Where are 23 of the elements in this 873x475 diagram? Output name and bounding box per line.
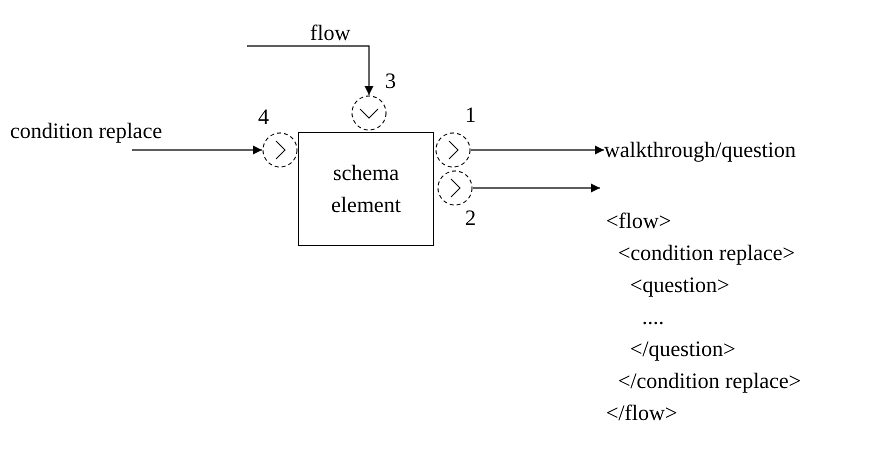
code-line: <flow> xyxy=(606,210,672,235)
port-circle xyxy=(351,95,387,131)
text-label: condition replace xyxy=(10,120,162,142)
process-box: schema element xyxy=(298,132,434,246)
port-number: 3 xyxy=(385,70,396,92)
port-number: 2 xyxy=(465,207,476,229)
port-circle xyxy=(262,132,298,168)
arrow xyxy=(473,184,600,192)
text-label: flow xyxy=(310,22,350,44)
code-line: .... xyxy=(642,306,664,331)
text-label: walkthrough/question xyxy=(604,139,796,161)
port-number: 1 xyxy=(465,104,476,126)
port-circle xyxy=(435,132,471,168)
code-line: </condition replace> xyxy=(618,370,802,395)
arrow xyxy=(132,146,262,154)
arrow xyxy=(471,146,604,154)
code-line: <question> xyxy=(630,274,730,299)
code-line: </flow> xyxy=(606,402,678,427)
code-line: <condition replace> xyxy=(618,242,795,267)
port-number: 4 xyxy=(258,106,269,128)
code-line: </question> xyxy=(630,338,736,363)
port-circle xyxy=(437,170,473,206)
arrow xyxy=(246,45,374,95)
